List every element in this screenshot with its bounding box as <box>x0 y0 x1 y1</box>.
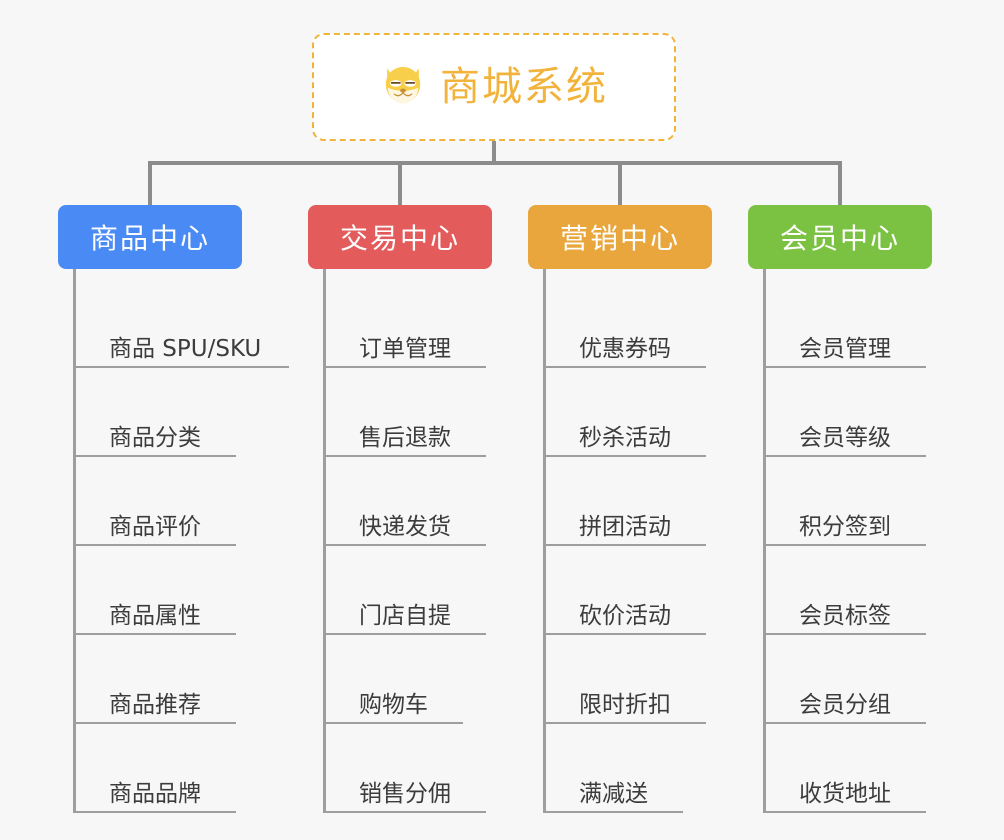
leaf-item[interactable]: 砍价活动 <box>546 546 712 635</box>
leaf-item-label: 销售分佣 <box>359 780 451 807</box>
leaf-item[interactable]: 购物车 <box>326 635 492 724</box>
leaf-item[interactable]: 会员管理 <box>766 279 932 368</box>
leaf-item-label: 积分签到 <box>799 513 891 540</box>
root-node-mall-system[interactable]: 商城系统 <box>312 33 676 141</box>
connector-drop-2 <box>398 161 402 205</box>
category-header-marketing-center[interactable]: 营销中心 <box>528 205 712 269</box>
category-column: 营销中心 优惠券码秒杀活动拼团活动砍价活动限时折扣满减送 <box>528 205 712 813</box>
leaf-underline <box>76 633 236 635</box>
leaf-underline <box>326 811 486 813</box>
leaf-item[interactable]: 商品推荐 <box>76 635 261 724</box>
leaf-item[interactable]: 商品品牌 <box>76 724 261 813</box>
leaf-item[interactable]: 优惠券码 <box>546 279 712 368</box>
leaf-item[interactable]: 满减送 <box>546 724 712 813</box>
leaf-underline <box>546 722 706 724</box>
leaf-underline <box>766 722 926 724</box>
leaf-underline <box>546 633 706 635</box>
leaf-item-label: 满减送 <box>579 780 648 807</box>
leaf-item[interactable]: 秒杀活动 <box>546 368 712 457</box>
leaf-item-label: 商品 SPU/SKU <box>109 335 262 362</box>
category-title: 商品中心 <box>89 222 210 255</box>
leaf-underline <box>766 366 926 368</box>
leaf-underline <box>766 455 926 457</box>
leaf-item[interactable]: 拼团活动 <box>546 457 712 546</box>
leaf-underline <box>546 811 683 813</box>
leaf-item-label: 会员管理 <box>799 335 891 362</box>
category-column: 商品中心 商品 SPU/SKU 商品分类商品评价商品属性商品推荐商品品牌 <box>58 205 289 813</box>
leaf-item[interactable]: 门店自提 <box>326 546 492 635</box>
root-title: 商城系统 <box>440 64 608 110</box>
category-header-trade-center[interactable]: 交易中心 <box>308 205 492 269</box>
connector-horizontal-bus <box>148 161 842 165</box>
leaf-item-label: 商品评价 <box>109 513 201 540</box>
leaf-item[interactable]: 订单管理 <box>326 279 492 368</box>
leaf-item[interactable]: 商品 SPU/SKU <box>76 279 289 368</box>
leaf-item[interactable]: 会员等级 <box>766 368 932 457</box>
leaf-underline <box>766 811 926 813</box>
category-title: 会员中心 <box>779 222 900 255</box>
leaf-list-member-center: 会员管理会员等级积分签到会员标签会员分组收货地址 <box>763 269 932 813</box>
leaf-item[interactable]: 销售分佣 <box>326 724 492 813</box>
leaf-item-label: 拼团活动 <box>579 513 671 540</box>
leaf-underline <box>546 366 706 368</box>
leaf-underline <box>766 544 926 546</box>
leaf-underline <box>546 455 706 457</box>
leaf-item-label: 秒杀活动 <box>579 424 671 451</box>
leaf-underline <box>76 455 236 457</box>
category-header-product-center[interactable]: 商品中心 <box>58 205 242 269</box>
leaf-item-label: 门店自提 <box>359 602 451 629</box>
leaf-item-label: 会员等级 <box>799 424 891 451</box>
leaf-underline <box>326 366 486 368</box>
leaf-item-label: 砍价活动 <box>579 602 671 629</box>
leaf-item-label: 商品属性 <box>109 602 201 629</box>
leaf-list-marketing-center: 优惠券码秒杀活动拼团活动砍价活动限时折扣满减送 <box>543 269 712 813</box>
leaf-list-product-center: 商品 SPU/SKU 商品分类商品评价商品属性商品推荐商品品牌 <box>73 269 289 813</box>
leaf-underline <box>76 366 289 368</box>
leaf-underline <box>326 544 486 546</box>
leaf-item-label: 购物车 <box>359 691 428 718</box>
category-title: 营销中心 <box>559 222 680 255</box>
leaf-item-label: 快递发货 <box>359 513 451 540</box>
leaf-item-label: 会员标签 <box>799 602 891 629</box>
leaf-item[interactable]: 收货地址 <box>766 724 932 813</box>
leaf-item-label: 会员分组 <box>799 691 891 718</box>
connector-drop-3 <box>618 161 622 205</box>
leaf-item[interactable]: 快递发货 <box>326 457 492 546</box>
connector-root-stem <box>492 141 496 163</box>
leaf-item-label: 收货地址 <box>799 780 891 807</box>
leaf-item-label: 商品品牌 <box>109 780 201 807</box>
leaf-item-label: 售后退款 <box>359 424 451 451</box>
connector-drop-4 <box>838 161 842 205</box>
category-column: 交易中心 订单管理售后退款快递发货门店自提购物车销售分佣 <box>308 205 492 813</box>
leaf-item[interactable]: 售后退款 <box>326 368 492 457</box>
leaf-item-label: 限时折扣 <box>579 691 671 718</box>
category-header-member-center[interactable]: 会员中心 <box>748 205 932 269</box>
leaf-item[interactable]: 会员标签 <box>766 546 932 635</box>
leaf-item-label: 商品分类 <box>109 424 201 451</box>
leaf-underline <box>76 722 236 724</box>
leaf-item[interactable]: 商品评价 <box>76 457 261 546</box>
leaf-underline <box>76 811 236 813</box>
leaf-item[interactable]: 商品属性 <box>76 546 261 635</box>
leaf-item-label: 优惠券码 <box>579 335 671 362</box>
leaf-item[interactable]: 积分签到 <box>766 457 932 546</box>
leaf-item-label: 商品推荐 <box>109 691 201 718</box>
leaf-underline <box>546 544 706 546</box>
leaf-underline <box>326 633 486 635</box>
leaf-underline <box>326 455 486 457</box>
connector-drop-1 <box>148 161 152 205</box>
leaf-underline <box>766 633 926 635</box>
category-column: 会员中心 会员管理会员等级积分签到会员标签会员分组收货地址 <box>748 205 932 813</box>
leaf-item[interactable]: 会员分组 <box>766 635 932 724</box>
leaf-item[interactable]: 限时折扣 <box>546 635 712 724</box>
leaf-underline <box>76 544 236 546</box>
leaf-list-trade-center: 订单管理售后退款快递发货门店自提购物车销售分佣 <box>323 269 492 813</box>
shiba-dog-face-icon <box>385 66 421 104</box>
leaf-item-label: 订单管理 <box>359 335 451 362</box>
leaf-underline <box>326 722 463 724</box>
leaf-item[interactable]: 商品分类 <box>76 368 261 457</box>
category-title: 交易中心 <box>339 222 460 255</box>
